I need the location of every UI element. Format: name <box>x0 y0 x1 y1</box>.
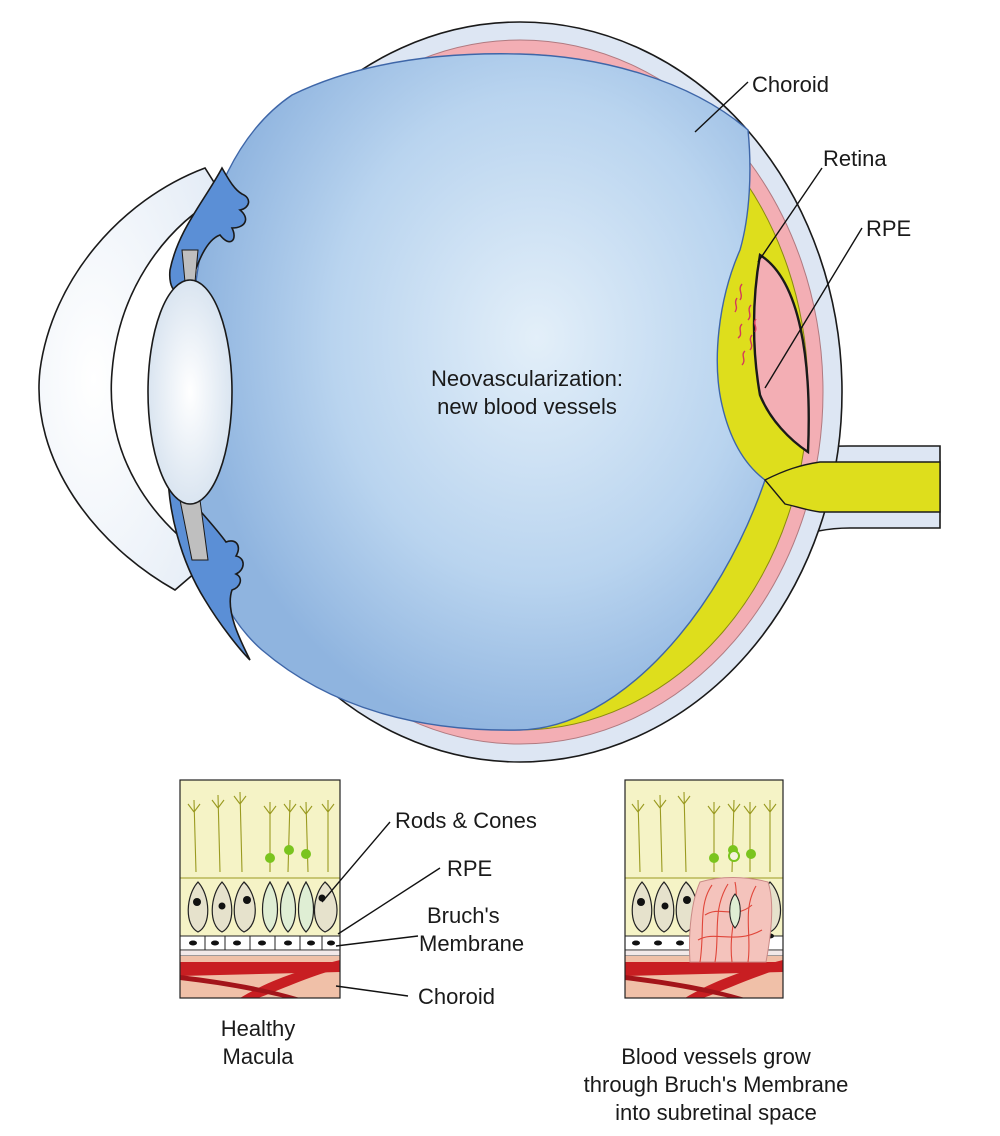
bruchs-label-line2: Membrane <box>419 931 524 956</box>
neovascularization-title: Neovascularization: <box>431 366 623 391</box>
rods-cones-label: Rods & Cones <box>395 808 537 833</box>
optic-nerve <box>763 461 941 513</box>
healthy-macula-panel: Rods & Cones RPE Bruch's Membrane Choroi… <box>179 779 537 1069</box>
disease-caption-line3: into subretinal space <box>615 1100 817 1125</box>
retina-leader <box>757 167 823 263</box>
rods-cones-leader <box>321 821 391 903</box>
disease-caption-line2: through Bruch's Membrane <box>584 1072 849 1097</box>
eye-cross-section: Choroid Retina RPE Neovascularization: n… <box>38 21 941 763</box>
zonule-upper <box>181 249 199 283</box>
rpe-label: RPE <box>866 216 911 241</box>
lens <box>147 279 233 505</box>
healthy-caption-line2: Macula <box>223 1044 295 1069</box>
disease-caption-line1: Blood vessels grow <box>621 1044 811 1069</box>
neovascular-vessels <box>734 283 757 366</box>
neovascularization-subtitle: new blood vessels <box>437 394 617 419</box>
choroid-panel-leader <box>335 985 409 997</box>
rpe-panel-label: RPE <box>447 856 492 881</box>
rpe-cells <box>180 935 340 951</box>
rpe-detachment <box>752 253 810 455</box>
choroid-label: Choroid <box>752 72 829 97</box>
neovascular-macula-panel: Blood vessels grow through Bruch's Membr… <box>584 779 849 1125</box>
rpe-leader <box>764 227 863 389</box>
retina-label: Retina <box>823 146 887 171</box>
bruchs-label-line1: Bruch's <box>427 903 500 928</box>
bruchs-leader <box>335 935 419 947</box>
healthy-caption-line1: Healthy <box>221 1016 296 1041</box>
vitreous-body <box>194 53 766 731</box>
rpe-panel-leader <box>337 867 441 935</box>
choroid-panel-label: Choroid <box>418 984 495 1009</box>
choroid-leader <box>694 81 749 133</box>
cornea <box>38 167 224 591</box>
